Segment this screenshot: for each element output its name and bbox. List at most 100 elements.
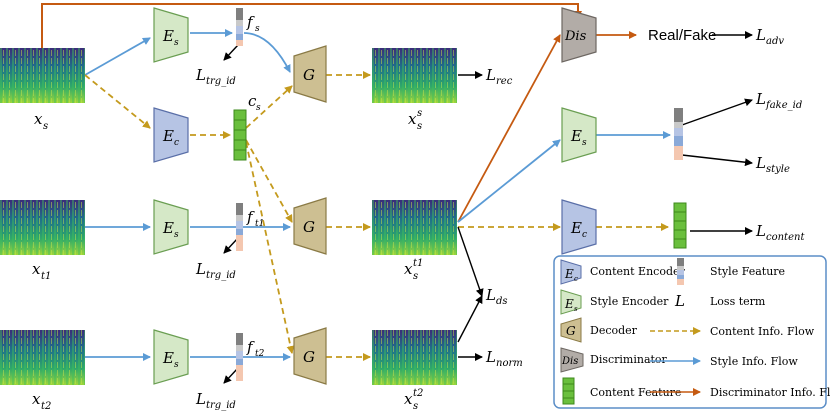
svg-text:c: c: [574, 275, 578, 283]
loss-trg-id-3: L trg_id: [195, 390, 236, 411]
label-x-s: x: [34, 110, 43, 128]
discriminator-flow-edges: [41, 3, 637, 223]
svg-text:L: L: [195, 260, 206, 278]
svg-text:trg_id: trg_id: [206, 270, 236, 281]
loss-rec: L rec: [485, 66, 513, 87]
legend-style-feature: Style Feature: [677, 258, 785, 285]
svg-text:s: s: [574, 305, 578, 313]
svg-text:content: content: [766, 232, 805, 243]
label-x-s-s: x: [408, 110, 417, 128]
spectrogram-x-s: x s: [0, 48, 85, 132]
label-x-t2-sub: t2: [41, 401, 51, 411]
content-encoder-2: E c: [561, 199, 597, 255]
legend-content-flow: Content Info. Flow: [650, 325, 815, 338]
spectrogram-x-t2: x t2: [0, 330, 85, 411]
content-feature-c-s: c s: [233, 92, 261, 161]
decoder-2: G: [293, 197, 327, 255]
svg-text:Content Feature: Content Feature: [590, 386, 681, 399]
svg-text:f: f: [246, 338, 255, 356]
svg-text:s: s: [255, 24, 260, 34]
svg-text:c: c: [248, 92, 257, 110]
svg-text:Style Encoder: Style Encoder: [590, 295, 669, 308]
svg-text:L: L: [195, 66, 206, 84]
label-x-t1-sub: t1: [41, 271, 51, 282]
svg-text:s: s: [582, 138, 587, 148]
svg-text:trg_id: trg_id: [206, 400, 236, 411]
loss-trg-id-1: L trg_id: [195, 66, 236, 87]
svg-text:style: style: [766, 164, 790, 175]
style-encoder-3: E s: [153, 329, 189, 385]
svg-text:Style Info. Flow: Style Info. Flow: [710, 355, 798, 368]
svg-text:L: L: [755, 222, 766, 240]
svg-text:G: G: [303, 348, 315, 366]
svg-text:s: s: [256, 103, 261, 113]
svg-text:Style Feature: Style Feature: [710, 265, 785, 278]
decoder-3: G: [293, 327, 327, 385]
legend-content-encoder: E c Content Encoder: [560, 259, 686, 285]
svg-text:t2: t2: [255, 349, 265, 359]
svg-text:s: s: [174, 230, 179, 240]
svg-text:E: E: [162, 127, 174, 145]
svg-text:E: E: [162, 219, 174, 237]
svg-text:G: G: [303, 66, 315, 84]
loss-fake-id: L fake_id: [755, 90, 802, 111]
legend-content-feature: Content Feature: [562, 377, 681, 405]
legend-decoder: G Decoder: [560, 317, 638, 343]
label-x-t1: x: [32, 260, 41, 278]
spectrogram-x-t1: x t1: [0, 200, 85, 282]
loss-ds: L ds: [485, 286, 508, 307]
label-x-s-sub: s: [43, 121, 48, 132]
label-x-s-s-sub: s: [417, 121, 422, 132]
svg-text:L: L: [485, 286, 496, 304]
label-x-s-t1: x: [404, 260, 413, 278]
style-encoder-2: E s: [153, 199, 189, 255]
svg-text:Dis: Dis: [564, 29, 587, 44]
loss-norm: L norm: [485, 348, 523, 369]
svg-text:f: f: [246, 208, 255, 226]
discriminator: Dis: [561, 7, 597, 63]
svg-text:s: s: [174, 38, 179, 48]
style-encoder-4: E s: [561, 107, 597, 163]
svg-text:E: E: [570, 127, 582, 145]
style-feature-f-t1: f t1: [236, 203, 264, 251]
svg-text:Dis: Dis: [561, 356, 578, 367]
legend: E c Content Encoder E s Style Encoder G …: [553, 255, 830, 409]
svg-text:L: L: [674, 292, 685, 310]
svg-text:ds: ds: [496, 296, 508, 307]
svg-text:Content Encoder: Content Encoder: [590, 265, 686, 278]
svg-text:G: G: [566, 324, 576, 338]
svg-text:norm: norm: [496, 358, 523, 369]
style-feature-f-s: f s: [236, 8, 260, 46]
svg-text:rec: rec: [496, 76, 513, 87]
svg-text:Discriminator Info. Flow: Discriminator Info. Flow: [710, 386, 830, 399]
content-flow-edges: [84, 71, 669, 361]
loss-content: L content: [755, 222, 805, 243]
svg-text:L: L: [755, 154, 766, 172]
label-x-t2: x: [32, 390, 41, 408]
label-x-s-t2-sup: t2: [413, 388, 423, 399]
svg-text:Loss term: Loss term: [710, 295, 766, 308]
svg-text:Decoder: Decoder: [590, 324, 638, 337]
legend-loss-term: L Loss term: [674, 292, 766, 310]
svg-text:E: E: [162, 27, 174, 45]
svg-text:E: E: [564, 267, 574, 281]
legend-discriminator-flow: Discriminator Info. Flow: [650, 386, 830, 399]
svg-text:E: E: [162, 349, 174, 367]
svg-text:adv: adv: [766, 36, 784, 47]
legend-style-encoder: E s Style Encoder: [560, 289, 669, 315]
label-x-s-t2-sub: s: [413, 401, 418, 411]
loss-trg-id-2: L trg_id: [195, 260, 236, 281]
svg-text:L: L: [755, 90, 766, 108]
svg-text:Discriminator: Discriminator: [590, 353, 668, 366]
style-feature-output: [674, 108, 683, 160]
spectrogram-x-s-s: x s s: [372, 48, 457, 132]
label-x-s-t1-sup: t1: [413, 258, 423, 269]
legend-discriminator: Dis Discriminator: [560, 347, 668, 373]
label-x-s-s-sup: s: [417, 108, 422, 119]
svg-text:E: E: [570, 219, 582, 237]
loss-edges: [223, 31, 753, 384]
svg-text:L: L: [485, 66, 496, 84]
label-x-s-t2: x: [404, 390, 413, 408]
